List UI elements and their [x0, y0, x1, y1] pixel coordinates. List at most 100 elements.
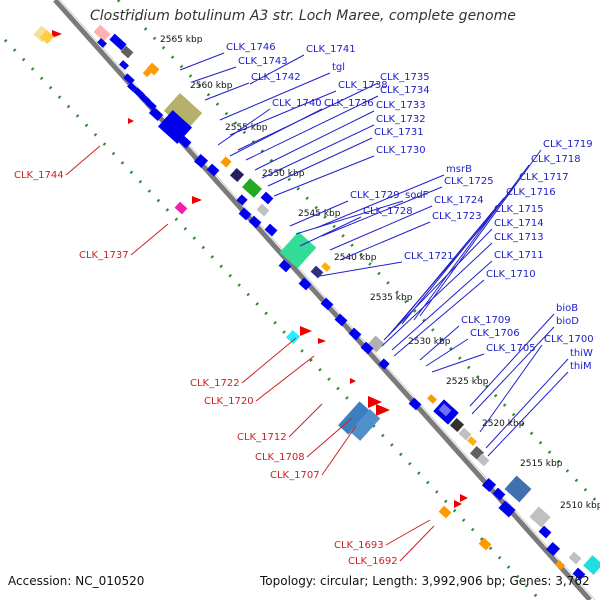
leader-line [65, 145, 101, 176]
gene-label-forward: CLK_1724 [434, 195, 484, 206]
gene-label-reverse: CLK_1693 [334, 540, 384, 551]
leader-line [217, 108, 271, 146]
gene-label-forward: CLK_1741 [306, 44, 356, 55]
leader-line [255, 355, 315, 402]
gene-label-reverse: CLK_1708 [255, 452, 305, 463]
gene-feature [119, 60, 129, 70]
gene-label-forward: CLK_1738 [338, 80, 388, 91]
gene-label-forward: CLK_1740 [272, 98, 322, 109]
gene-feature [260, 191, 274, 205]
gene-feature [220, 156, 232, 168]
gene-feature [264, 223, 278, 237]
reverse-gene-feature [349, 409, 381, 441]
gene-label-forward: CLK_1736 [324, 98, 374, 109]
gene-label-forward: CLK_1710 [486, 269, 536, 280]
gene-feature [555, 560, 565, 570]
leader-line [254, 110, 375, 171]
gene-label-forward: CLK_1705 [486, 343, 536, 354]
gene-feature [378, 358, 390, 370]
gene-features [33, 24, 600, 581]
gene-label-forward: CLK_1721 [404, 251, 454, 262]
gene-label-forward: CLK_1746 [226, 42, 276, 53]
reverse-gene-feature [192, 196, 202, 204]
reverse-gene-feature [39, 29, 55, 45]
gene-label-forward: CLK_1706 [470, 328, 520, 339]
gene-feature [529, 506, 551, 528]
tick-label: 2510 kbp [560, 501, 600, 511]
leader-line [315, 174, 445, 229]
gene-feature [438, 403, 452, 417]
gene-label-forward: CLK_1718 [531, 154, 581, 165]
leader-line [273, 155, 375, 197]
gene-label-forward: CLK_1733 [376, 100, 426, 111]
gene-label-forward: CLK_1734 [380, 85, 430, 96]
tick-label: 2565 kbp [160, 35, 203, 45]
leader-line [319, 261, 403, 277]
reverse-gene-feature [52, 30, 62, 38]
tick-label: 2560 kbp [190, 81, 233, 91]
leader-line [289, 200, 349, 227]
gene-label-forward: thiM [570, 361, 592, 372]
gene-label-forward: CLK_1735 [380, 72, 430, 83]
leader-line [241, 337, 297, 384]
reverse-gene-feature [300, 326, 312, 336]
gene-label-forward: CLK_1742 [251, 72, 301, 83]
leader-line [387, 214, 493, 337]
gene-feature [408, 397, 422, 411]
gene-feature [148, 107, 164, 121]
gene-feature [123, 73, 135, 85]
gene-feature [498, 500, 516, 518]
gene-feature [242, 178, 262, 198]
gene-feature [120, 45, 134, 59]
leader-line [471, 326, 555, 415]
gene-label-forward: CLK_1719 [543, 139, 593, 150]
gene-label-reverse: CLK_1744 [14, 170, 64, 181]
leader-line [425, 338, 469, 367]
reverse-gene-feature [128, 118, 134, 124]
gene-feature [238, 207, 252, 221]
genome-title: Clostridium botulinum A3 str. Loch Maree… [90, 8, 516, 24]
accession-text: Accession: NC_010520 [8, 574, 145, 588]
gene-feature [321, 262, 331, 272]
gene-feature [109, 33, 127, 51]
gene-label-forward: CLK_1731 [374, 127, 424, 138]
tick-label: 2530 kbp [408, 337, 451, 347]
reverse-gene-feature [350, 378, 356, 384]
leader-line [261, 124, 375, 179]
gene-feature [146, 62, 160, 76]
gene-feature [193, 153, 209, 169]
gene-label-reverse: CLK_1692 [348, 556, 398, 567]
gene-label-forward: msrB [446, 164, 472, 175]
gene-feature [256, 203, 270, 217]
leader-line [339, 221, 431, 261]
gene-feature [572, 567, 586, 581]
reverse-gene-feature [454, 500, 462, 508]
gene-label-forward: CLK_1743 [238, 56, 288, 67]
tick-label: 2520 kbp [482, 419, 525, 429]
leader-line [413, 164, 530, 321]
gene-label-forward: CLK_1717 [519, 172, 569, 183]
gene-feature [236, 194, 248, 206]
tick-label: 2515 kbp [520, 459, 563, 469]
leader-line [288, 403, 323, 438]
gene-feature [279, 231, 317, 269]
leader-line [306, 417, 353, 458]
leader-line [295, 200, 404, 235]
gene-feature [538, 525, 552, 539]
reverse-gene-feature [174, 201, 188, 215]
gene-label-forward: CLK_1714 [494, 218, 544, 229]
leader-line [487, 371, 569, 457]
gene-feature [481, 477, 497, 493]
gene-label-reverse: CLK_1707 [270, 470, 320, 481]
gene-label-forward: tgl [332, 62, 345, 73]
leader-line [229, 90, 337, 136]
gene-label-forward: CLK_1725 [444, 176, 494, 187]
gene-label-forward: CLK_1709 [461, 315, 511, 326]
gene-feature [492, 487, 506, 501]
leader-line [399, 525, 435, 562]
gene-label-forward: bioD [556, 316, 579, 327]
gene-feature [206, 163, 220, 177]
leader-line [130, 223, 169, 256]
gene-label-forward: bioB [556, 303, 578, 314]
